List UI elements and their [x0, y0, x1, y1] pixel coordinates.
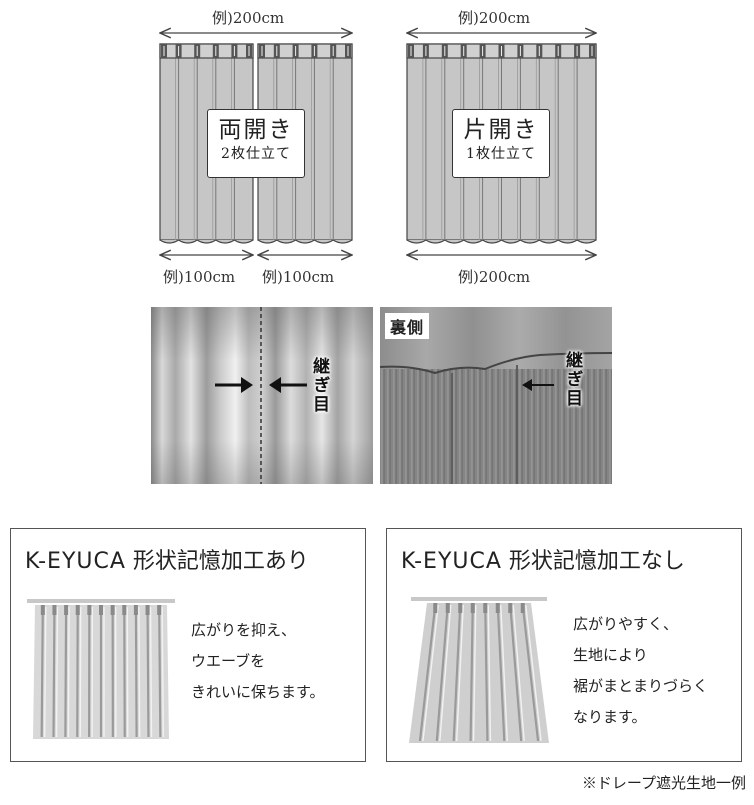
fabric-note: ※ドレープ遮光生地一例: [581, 774, 746, 792]
without-shape-memory-box: K-EYUCA 形状記憶加工なし 広がりやすく、 生地により 裾がまとまりづらく…: [386, 528, 742, 762]
single-top-width: 例)200cm: [458, 9, 531, 27]
single-bottom-width: 例)200cm: [458, 268, 531, 286]
back-seam-label: 継ぎ目: [562, 351, 582, 408]
single-label-box: 片開き 1枚仕立て: [452, 109, 550, 178]
double-subtitle: 2枚仕立て: [221, 146, 291, 162]
without-description: 広がりやすく、 生地により 裾がまとまりづらく なります。: [573, 609, 708, 733]
hem-line: [380, 352, 612, 484]
back-tag: 裏側: [385, 313, 430, 339]
brand-name: K-EYUCA: [25, 549, 126, 574]
without-curtain-image: [409, 597, 549, 743]
right-bottom-width: 例)100cm: [262, 268, 335, 286]
with-shape-memory-box: K-EYUCA 形状記憶加工あり 広がりを抑え、 ウエーブを きれいに保ちます。: [10, 528, 366, 762]
curtain-diagram: [0, 0, 754, 295]
back-seam-photo: 裏側 継ぎ目: [380, 307, 612, 484]
left-bottom-width: 例)100cm: [163, 268, 236, 286]
without-desc-line: 生地により: [573, 646, 648, 664]
seam-marks: [215, 307, 307, 484]
without-desc-line: なります。: [573, 708, 647, 726]
brand-name: K-EYUCA: [401, 549, 502, 574]
without-desc-line: 広がりやすく、: [573, 615, 679, 633]
with-curtain-image: [27, 599, 175, 739]
double-label-box: 両開き 2枚仕立て: [207, 109, 305, 178]
fold-shading: [151, 307, 373, 484]
with-desc-line: きれいに保ちます。: [191, 683, 325, 701]
with-desc-line: ウエーブを: [191, 652, 266, 670]
without-desc-line: 裾がまとまりづらく: [573, 677, 709, 695]
double-top-width: 例)200cm: [212, 9, 285, 27]
with-title-text: 形状記憶加工あり: [125, 549, 309, 574]
front-seam-label: 継ぎ目: [309, 357, 329, 414]
single-subtitle: 1枚仕立て: [466, 146, 536, 162]
double-title: 両開き: [218, 117, 294, 143]
with-desc-line: 広がりを抑え、: [191, 621, 297, 639]
with-box-title: K-EYUCA 形状記憶加工あり: [25, 543, 309, 575]
with-description: 広がりを抑え、 ウエーブを きれいに保ちます。: [191, 615, 325, 708]
single-title: 片開き: [463, 117, 539, 143]
without-title-text: 形状記憶加工なし: [501, 549, 685, 574]
without-box-title: K-EYUCA 形状記憶加工なし: [401, 543, 685, 575]
front-seam-photo: 継ぎ目: [151, 307, 373, 484]
